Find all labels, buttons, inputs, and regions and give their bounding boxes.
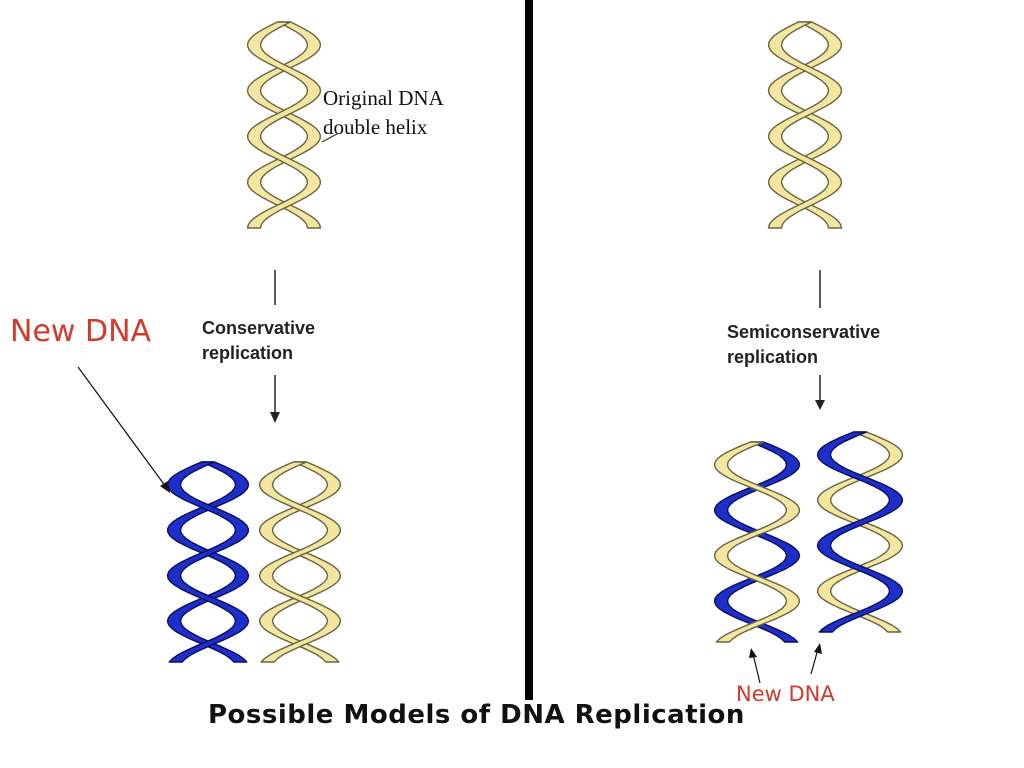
- semiconservative-helix-2-strand-a: [816, 431, 904, 633]
- original-helix-left-strand-b: [246, 21, 322, 229]
- original-helix-right: [767, 21, 843, 229]
- conservative-new-helix: [166, 461, 250, 663]
- semiconservative-label-line2: replication: [727, 347, 819, 367]
- conservative-label-line1: Conservative: [202, 318, 316, 338]
- semiconservative-helix-2-strand-b: [816, 431, 904, 633]
- new-dna-left-arrow: [77, 366, 170, 493]
- semiconservative-label-line1: Semiconservative: [727, 322, 881, 342]
- center-divider: [525, 0, 533, 700]
- original-dna-label-line1: Original DNA: [323, 86, 444, 110]
- conservative-new-helix-strand-b: [166, 461, 250, 663]
- semiconservative-helix-1-strand-a: [713, 441, 801, 643]
- original-dna-label-line2: double helix: [323, 115, 428, 139]
- conservative-original-helix: [258, 461, 342, 663]
- original-helix-left: [246, 21, 322, 229]
- semiconservative-helix-2: [816, 431, 904, 633]
- conservative-arrow: [270, 270, 280, 423]
- original-helix-right-strand-a: [767, 21, 843, 229]
- semiconservative-helix-1-strand-b: [713, 441, 801, 643]
- conservative-label-line2: replication: [202, 343, 294, 363]
- conservative-original-helix-strand-a: [258, 461, 342, 663]
- diagram-title: Possible Models of DNA Replication: [208, 700, 745, 730]
- original-helix-right-strand-b: [767, 21, 843, 229]
- new-dna-right-arrows: [749, 643, 822, 684]
- helices-layer: [166, 21, 904, 663]
- new-dna-label-left: New DNA: [10, 314, 152, 349]
- semiconservative-arrow: [815, 270, 825, 410]
- original-label-leader: [321, 133, 338, 143]
- conservative-new-helix-strand-a: [166, 461, 250, 663]
- original-helix-left-strand-a: [246, 21, 322, 229]
- conservative-original-helix-strand-b: [258, 461, 342, 663]
- new-dna-label-right: New DNA: [736, 682, 835, 706]
- semiconservative-helix-1: [713, 441, 801, 643]
